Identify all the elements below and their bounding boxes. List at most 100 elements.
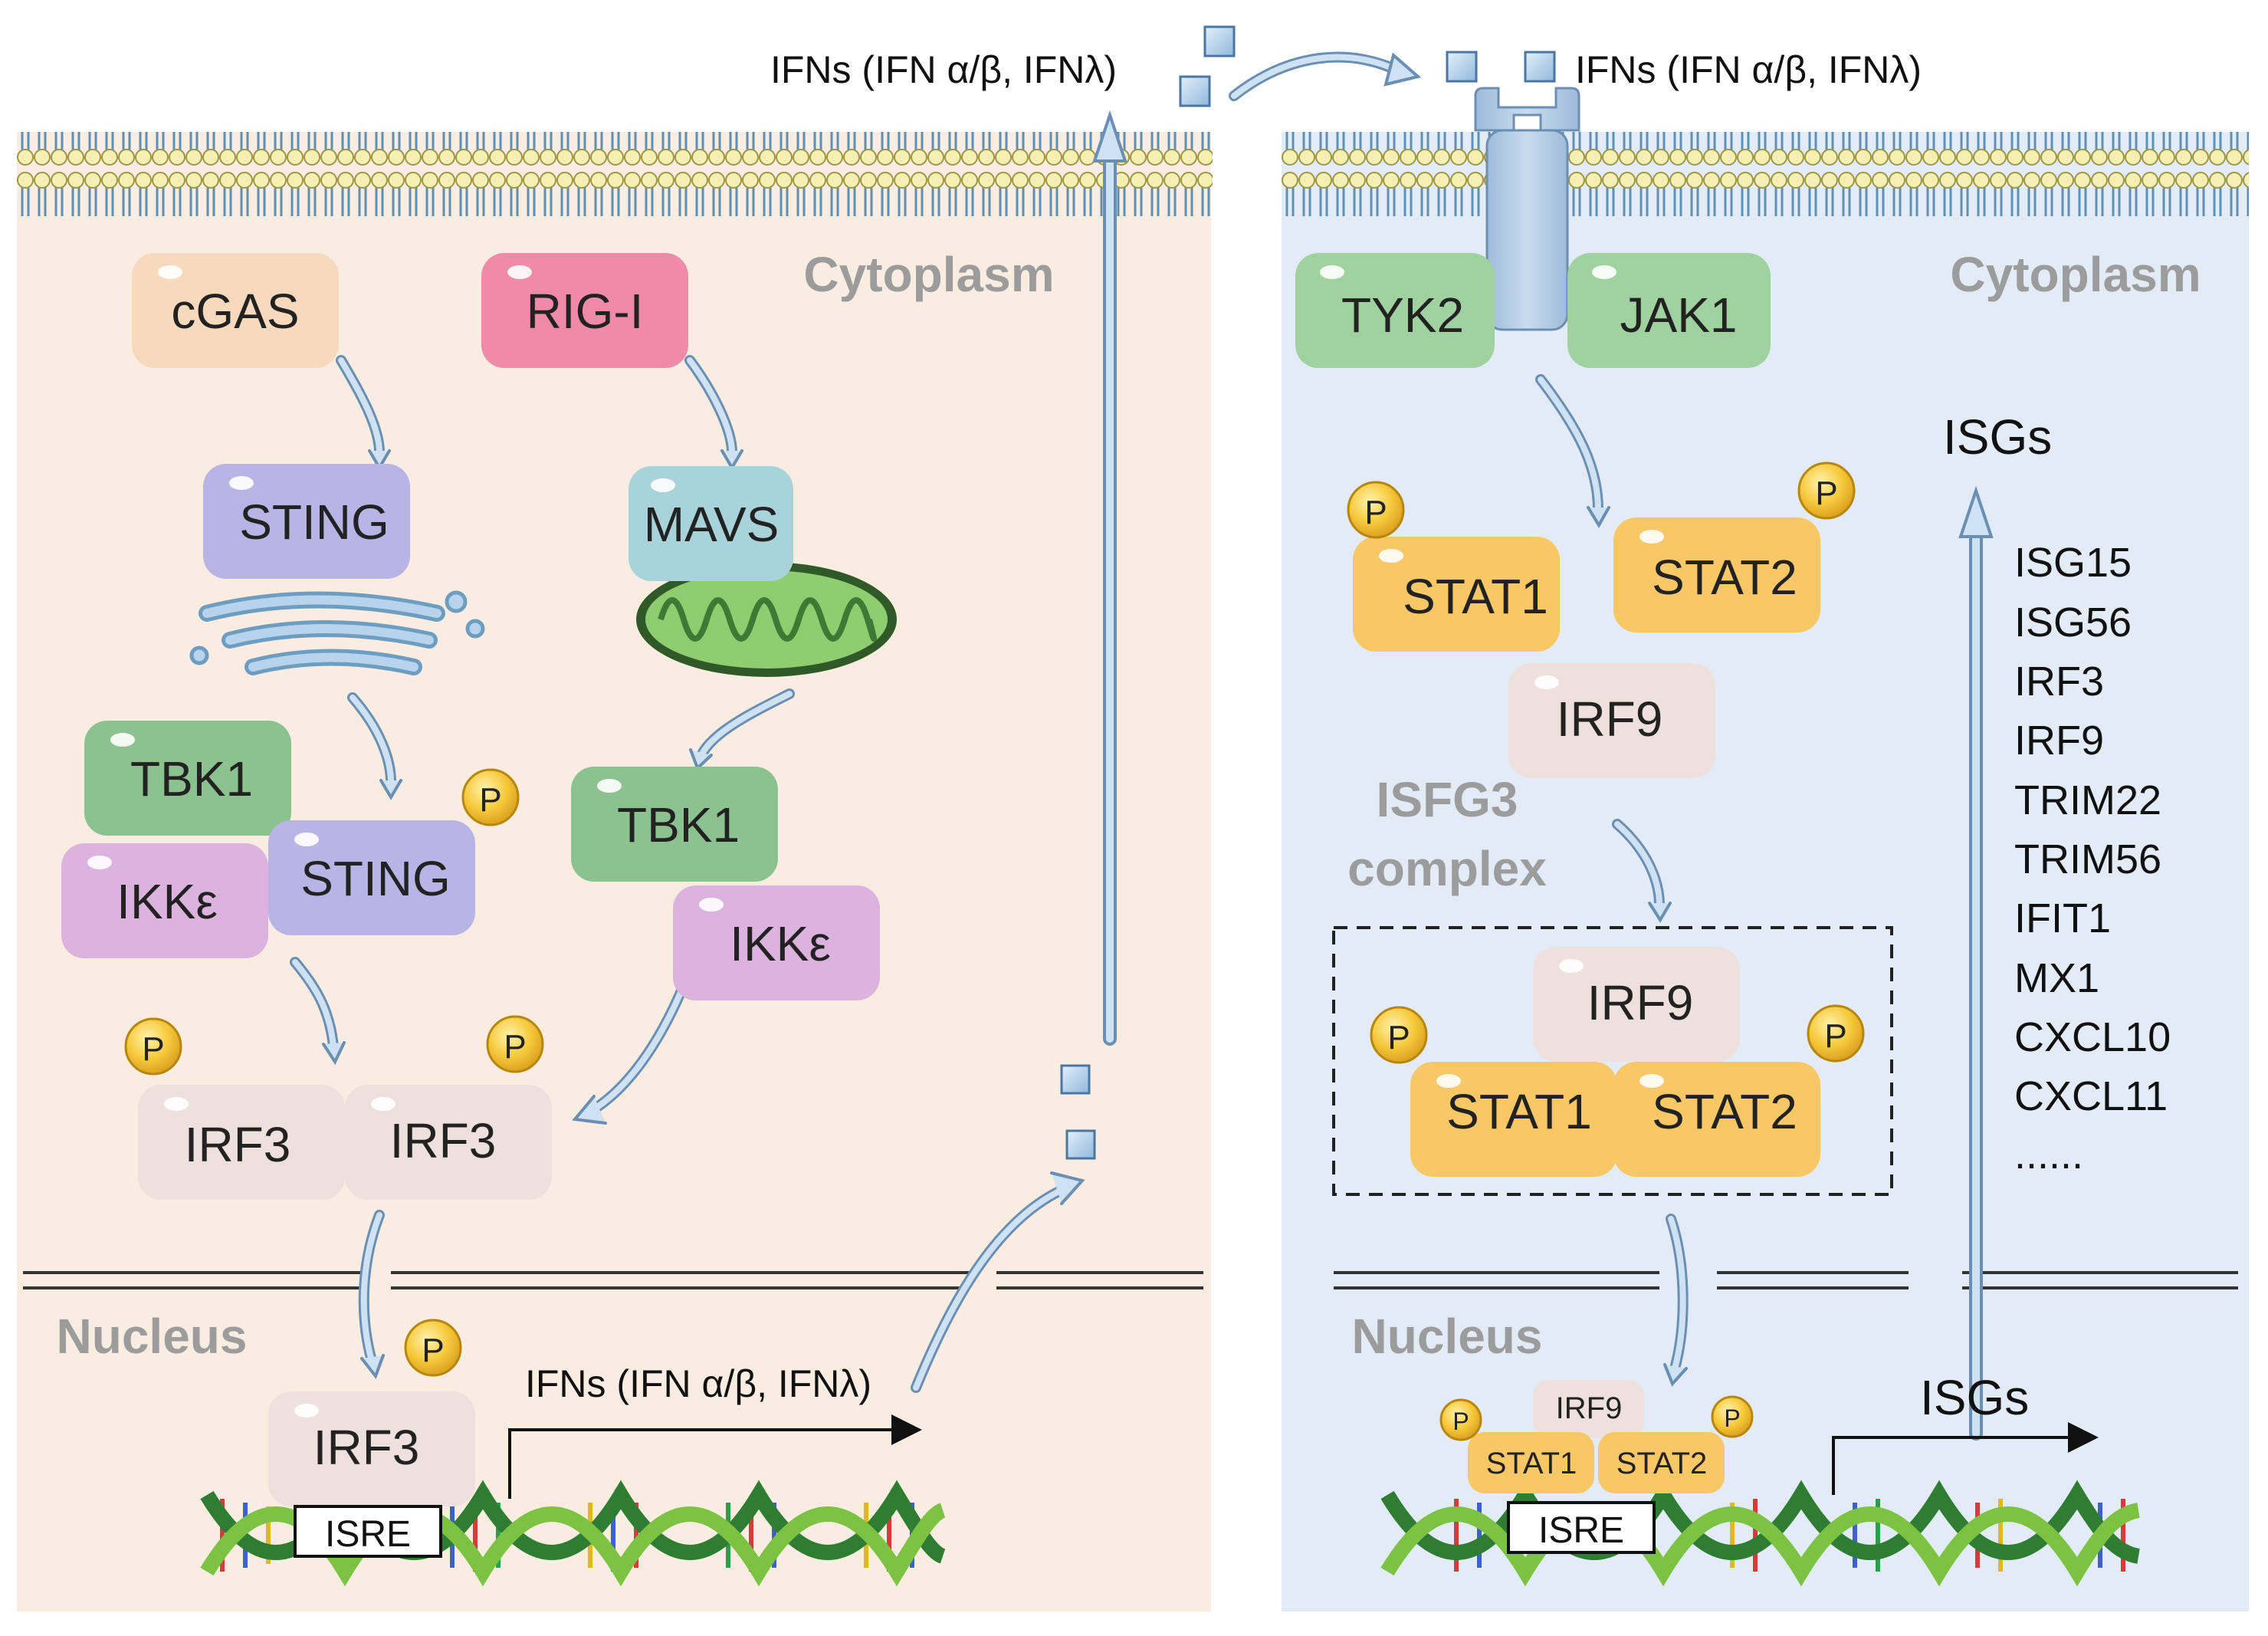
right-transcription-arrow — [1832, 1422, 2099, 1495]
left-cgas-box: cGAS — [132, 253, 339, 368]
right-cytoplasm-label: Cytoplasm — [1950, 247, 2201, 302]
svg-text:STAT1: STAT1 — [1486, 1447, 1577, 1480]
svg-text:P: P — [1387, 1019, 1410, 1056]
left-tbk1-box: TBK1 — [84, 721, 291, 836]
svg-text:IRF9: IRF9 — [1587, 975, 1694, 1030]
phospho-icon: P — [1370, 1006, 1428, 1064]
ifn-receptor — [1474, 87, 1580, 331]
top-ifns-label-left: IFNs (IFN α/β, IFNλ) — [770, 48, 1117, 91]
complex-irf9-box: IRF9 — [1533, 947, 1740, 1062]
nucleus-isgs-label: ISGs — [1920, 1370, 2029, 1425]
right-membrane — [1282, 132, 2249, 216]
phospho-icon: P — [486, 1015, 544, 1073]
isg-list-item: MX1 — [2014, 955, 2099, 1001]
isfg3-complex-box — [1332, 926, 1893, 1196]
phospho-icon: P — [1439, 1398, 1482, 1441]
isg-list-item: IRF3 — [2014, 659, 2104, 705]
isgs-top-label: ISGs — [1943, 409, 2052, 465]
svg-text:TBK1: TBK1 — [130, 751, 253, 807]
left-pathway-arrows — [290, 51, 1422, 1393]
left-irf3-a-box: IRF3 — [138, 1085, 345, 1200]
svg-text:IRF9: IRF9 — [1557, 692, 1663, 747]
golgi-icon — [189, 590, 485, 675]
svg-text:STAT1: STAT1 — [1446, 1084, 1592, 1139]
left-irf3-nucleus-box: IRF3 — [268, 1391, 475, 1506]
svg-text:P: P — [1724, 1404, 1740, 1432]
left-sting-top-box: STING — [203, 464, 410, 579]
svg-text:IRF3: IRF3 — [313, 1420, 420, 1475]
svg-text:P: P — [1452, 1408, 1469, 1435]
phospho-icon: P — [124, 1017, 182, 1076]
svg-text:P: P — [1824, 1017, 1846, 1055]
svg-text:P: P — [479, 781, 501, 819]
svg-text:MAVS: MAVS — [644, 497, 780, 552]
isg-list-item: ISG56 — [2014, 600, 2132, 646]
complex-stat1-box: STAT1 — [1410, 1062, 1617, 1177]
svg-text:STAT1: STAT1 — [1403, 569, 1548, 624]
svg-text:ISRE: ISRE — [325, 1514, 411, 1555]
svg-text:cGAS: cGAS — [171, 284, 299, 339]
left-irf3-b-box: IRF3 — [345, 1085, 552, 1200]
isg-list-item: TRIM22 — [2014, 777, 2161, 823]
isg-list-item: IRF9 — [2014, 718, 2104, 764]
svg-text:IRF3: IRF3 — [185, 1117, 291, 1172]
complex-stat2-box: STAT2 — [1613, 1062, 1820, 1177]
svg-text:P: P — [422, 1332, 444, 1369]
svg-text:P: P — [142, 1030, 164, 1068]
right-stat2-box: STAT2 — [1613, 517, 1820, 632]
right-stat1-box: STAT1 — [1353, 537, 1560, 652]
left-rigi-box: RIG-I — [481, 253, 688, 368]
svg-text:JAK1: JAK1 — [1620, 287, 1738, 343]
left-isre-box: ISRE — [294, 1505, 442, 1558]
right-tyk2-box: TYK2 — [1295, 253, 1495, 368]
isg-list-item: IFIT1 — [2014, 895, 2111, 941]
right-irf9-box: IRF9 — [1508, 663, 1715, 778]
right-nucleus-label: Nucleus — [1352, 1309, 1543, 1364]
svg-text:P: P — [504, 1028, 526, 1066]
svg-text:STAT2: STAT2 — [1652, 550, 1797, 605]
svg-text:TYK2: TYK2 — [1341, 287, 1464, 343]
right-pathway-arrows — [1535, 374, 1994, 1441]
svg-text:RIG-I: RIG-I — [527, 284, 644, 339]
svg-text:STAT2: STAT2 — [1652, 1084, 1797, 1139]
nucleus-ifns-label: IFNs (IFN α/β, IFNλ) — [525, 1362, 871, 1405]
svg-text:ISRE: ISRE — [1538, 1510, 1624, 1551]
isg-list-item: TRIM56 — [2014, 836, 2161, 882]
isg-list-item: CXCL11 — [2014, 1073, 2168, 1119]
isg-list-item: CXCL10 — [2014, 1014, 2171, 1060]
phospho-icons: P P P P P P P P P P — [124, 462, 1865, 1441]
svg-text:IKKε: IKKε — [730, 916, 831, 971]
nucleus-stat1-box: STAT1 — [1468, 1432, 1594, 1493]
left-sting-p-box: STING — [268, 820, 475, 935]
ifn-squares — [1060, 25, 1556, 1160]
left-membrane — [17, 132, 1213, 216]
top-ifns-label-right: IFNs (IFN α/β, IFNλ) — [1575, 48, 1922, 91]
left-nucleus-label: Nucleus — [57, 1309, 248, 1364]
left-transcription-arrow — [508, 1414, 922, 1499]
phospho-icon: P — [1807, 1004, 1865, 1063]
svg-text:IKKε: IKKε — [117, 874, 218, 929]
left-mavs-box: MAVS — [629, 466, 793, 581]
right-jak1-box: JAK1 — [1567, 253, 1771, 368]
left-ikke-box: IKKε — [61, 843, 268, 958]
right-cell-background — [1282, 132, 2249, 1611]
left-tbk1-right-box: TBK1 — [571, 767, 778, 882]
right-dna-helix-icon — [1380, 1480, 2141, 1587]
left-ikke-right-box: IKKε — [673, 885, 880, 1000]
svg-text:STING: STING — [239, 494, 389, 550]
isfg3-label-line2: complex — [1347, 841, 1547, 896]
svg-text:IRF3: IRF3 — [390, 1113, 497, 1168]
right-nuclear-envelope — [1334, 1271, 2238, 1289]
phospho-icon: P — [404, 1319, 462, 1377]
nucleus-stat2-box: STAT2 — [1598, 1432, 1725, 1493]
mitochondrion-icon — [636, 562, 897, 677]
isg-list-item: ...... — [2014, 1132, 2083, 1178]
svg-text:P: P — [1815, 475, 1837, 512]
svg-text:STAT2: STAT2 — [1616, 1447, 1708, 1480]
svg-text:TBK1: TBK1 — [617, 797, 740, 852]
phospho-icon: P — [1347, 481, 1405, 539]
svg-text:IRF9: IRF9 — [1556, 1391, 1623, 1425]
phospho-icon: P — [1711, 1395, 1754, 1438]
phospho-icon: P — [461, 768, 520, 826]
